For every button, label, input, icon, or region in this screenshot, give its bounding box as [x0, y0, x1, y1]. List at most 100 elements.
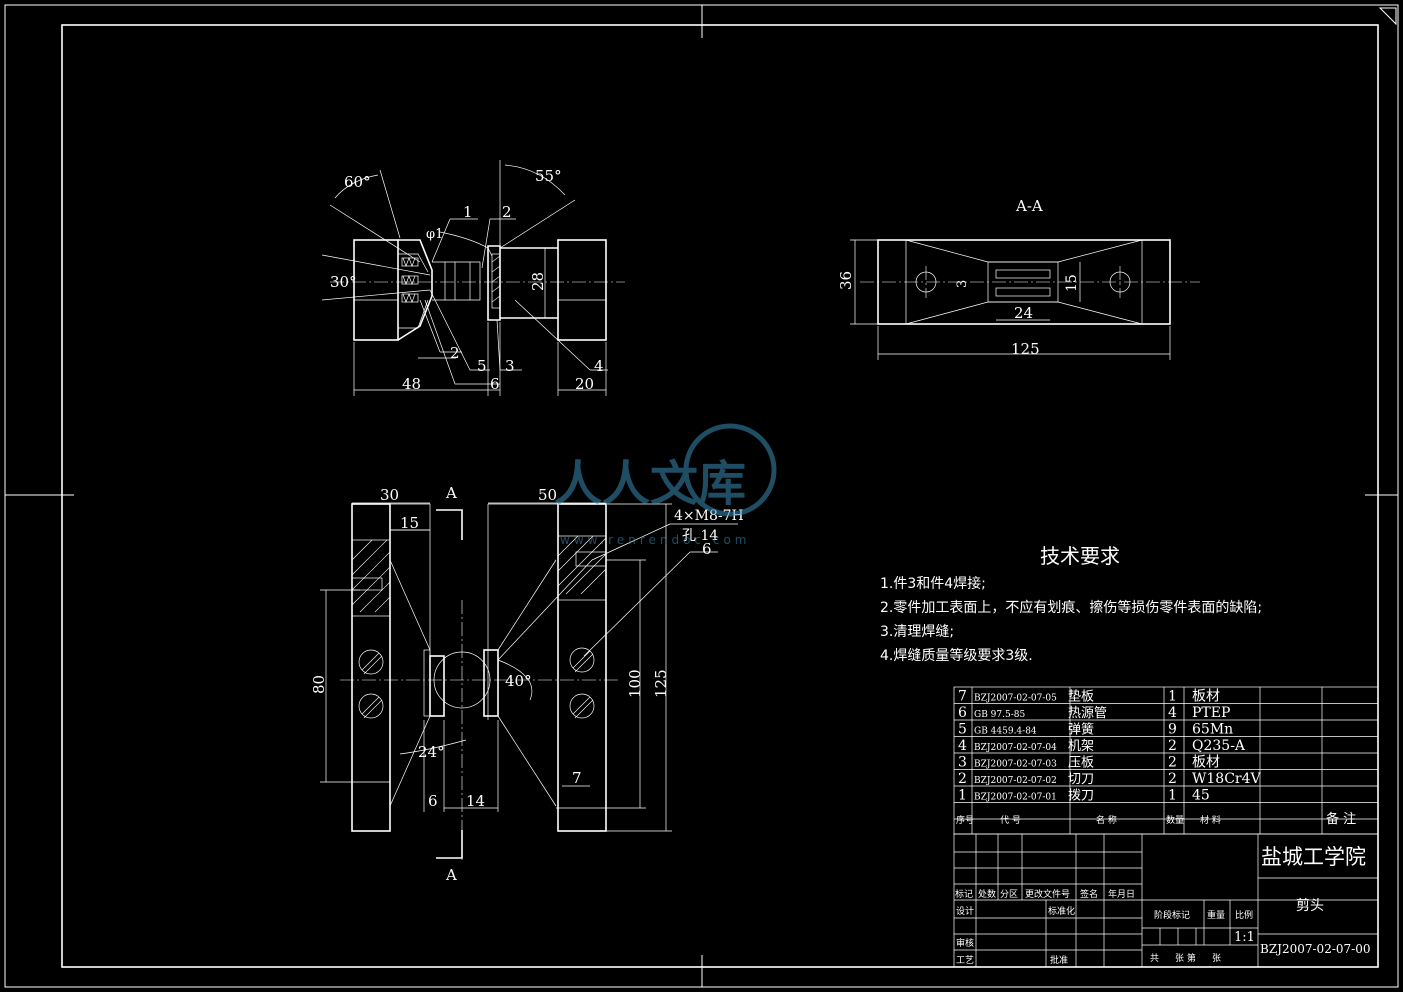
tb-sheet-total: 共 — [1150, 953, 1159, 964]
tech-item-1: 1.件3和件4焊接; — [880, 575, 986, 592]
bom-header-code: 代 号 — [1000, 815, 1021, 826]
bom-row-no: 3 — [958, 755, 967, 771]
tb-standard: 标准化 — [1048, 905, 1075, 917]
section-aa: A-A 36 3 15 24 125 — [837, 197, 1200, 360]
dim-48: 48 — [402, 375, 421, 393]
angle-55-label: 55° — [535, 167, 562, 185]
tb-mark: 标记 — [955, 888, 973, 900]
balloon-5: 5 — [477, 357, 487, 375]
bom-row-code: BZJ2007-02-07-02 — [974, 776, 1057, 786]
bom-row-code: GB 4459.4-84 — [974, 727, 1037, 737]
inner-frame — [61, 24, 1379, 968]
bom-row-qty: 2 — [1168, 738, 1177, 754]
bom-row-name: 垫板 — [1068, 689, 1094, 705]
dim-50: 50 — [538, 486, 557, 504]
balloon-3: 3 — [505, 357, 515, 375]
bom-header-no: 序号 — [956, 814, 974, 826]
dim-125-front: 125 — [652, 669, 670, 698]
dim-28: 28 — [529, 272, 547, 291]
tech-item-3: 3.清理焊缝; — [880, 624, 954, 640]
tb-drawing-no: BZJ2007-02-07-00 — [1260, 942, 1370, 956]
bom-row-qty: 2 — [1168, 771, 1177, 787]
tb-change-doc: 更改文件号 — [1025, 888, 1070, 900]
phi1-label: φ1 — [426, 227, 443, 242]
dim-36: 36 — [837, 271, 855, 290]
tb-sheet-of: 张 第 — [1175, 952, 1196, 964]
angle-30-label: 30° — [330, 273, 357, 291]
bom-row-qty: 1 — [1168, 788, 1177, 804]
bom-header-material: 材 料 — [1200, 814, 1221, 826]
hole-callout: 孔 14 — [682, 528, 718, 544]
bom-row-qty: 2 — [1168, 755, 1177, 771]
centering-marks — [5, 5, 1398, 987]
dim-15: 15 — [1064, 274, 1080, 292]
bom-row-qty: 4 — [1168, 705, 1177, 721]
dim-20: 20 — [575, 375, 594, 393]
balloon-6-front: 6 — [702, 540, 712, 558]
bom-row-name: 拨刀 — [1068, 789, 1094, 804]
dim-125: 125 — [1011, 340, 1040, 358]
balloon-2-bottom: 2 — [450, 344, 460, 362]
dim-100: 100 — [626, 669, 644, 698]
section-aa-title: A-A — [1015, 197, 1043, 215]
tb-drawing-name: 剪头 — [1296, 898, 1324, 914]
tb-scale: 1:1 — [1234, 930, 1255, 945]
bom-row-material: PTEP — [1192, 705, 1230, 721]
balloon-1: 1 — [463, 203, 473, 221]
watermark-text: 人人文库 — [554, 456, 746, 512]
tb-weight: 重量 — [1207, 909, 1225, 921]
watermark: 人人文库 www.renrendoc.com — [554, 423, 777, 547]
tech-item-4: 4.焊缝质量等级要求3级. — [880, 647, 1033, 664]
bom-row-name: 机架 — [1068, 739, 1094, 754]
bom-row-material: 板材 — [1192, 755, 1220, 771]
tb-zone: 分区 — [1000, 889, 1018, 900]
balloon-7: 7 — [572, 769, 582, 787]
dim-6-front: 6 — [428, 792, 438, 810]
title-block: 标记 处数 分区 更改文件号 签名 年月日 设计 标准化 审核 工艺 批准 阶段… — [953, 833, 1379, 968]
angle-60-label: 60° — [344, 173, 371, 191]
bom-row-code: BZJ2007-02-07-05 — [974, 694, 1057, 704]
bom-row-code: BZJ2007-02-07-01 — [974, 793, 1057, 803]
front-view: A A 30 15 50 80 100 125 6 — [310, 484, 744, 884]
side-view: 60° 55° 30° φ1 1 2 2 5 6 3 4 48 20 28 — [321, 160, 625, 396]
tb-count: 处数 — [978, 888, 996, 900]
bom-row-name: 压板 — [1068, 756, 1094, 771]
bom-row-code: GB 97.5-85 — [974, 710, 1025, 720]
spring-group — [401, 257, 419, 303]
bom-row-name: 切刀 — [1068, 772, 1094, 787]
dim-30: 30 — [380, 486, 399, 504]
orientation-mark — [1378, 7, 1397, 26]
watermark-url: www.renrendoc.com — [560, 533, 750, 547]
dim-14-front: 14 — [466, 792, 485, 810]
bom-header-name: 名 称 — [1096, 814, 1117, 826]
tb-design: 设计 — [956, 905, 974, 917]
tech-title: 技术要求 — [1040, 544, 1120, 568]
balloon-4: 4 — [594, 357, 604, 375]
balloon-6-side: 6 — [490, 375, 500, 393]
section-a-bottom: A — [445, 866, 457, 884]
tb-scale-label: 比例 — [1235, 909, 1253, 921]
section-a-top: A — [445, 484, 457, 502]
bom-row-qty: 1 — [1168, 689, 1177, 705]
bom-row-code: BZJ2007-02-07-04 — [974, 743, 1057, 753]
dim-15-front: 15 — [400, 514, 419, 532]
bom-header-remark: 备 注 — [1326, 811, 1356, 827]
bom-row-no: 1 — [958, 788, 967, 804]
bom-row-material: W18Cr4V — [1192, 771, 1262, 787]
tb-sign: 签名 — [1080, 888, 1098, 900]
bom-header-qty: 数量 — [1166, 814, 1184, 826]
bom-row-qty: 9 — [1168, 722, 1177, 738]
tech-item-2: 2.零件加工表面上，不应有划痕、擦伤等损伤零件表面的缺陷; — [880, 599, 1262, 616]
tb-check: 审核 — [956, 937, 974, 949]
angle-40-label: 40° — [505, 672, 532, 690]
bom-row-no: 7 — [958, 689, 967, 705]
bom-row-no: 6 — [958, 705, 967, 721]
tb-sheet: 张 — [1212, 953, 1221, 964]
angle-24-label: 24° — [418, 743, 445, 761]
tb-school: 盐城工学院 — [1261, 845, 1366, 869]
tb-approve: 批准 — [1050, 954, 1068, 966]
bom-row-material: 45 — [1192, 788, 1210, 804]
bom-row-material: 65Mn — [1192, 722, 1233, 738]
